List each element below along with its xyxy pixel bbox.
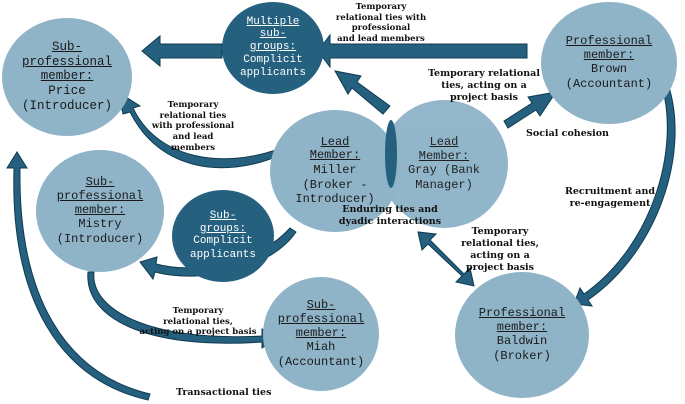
node-title: Sub-groups:	[199, 210, 247, 235]
arrow-brown-to-multiple	[317, 33, 528, 69]
arrow-gray-baldwin-double	[417, 231, 475, 287]
arrow-gray-to-brown	[503, 91, 558, 129]
node-body: Miller(Broker -Introducer)	[295, 163, 375, 206]
label-social-cohesion: Social cohesion	[526, 128, 609, 139]
arrow-miller-to-price	[117, 90, 279, 169]
arrow-transactional-to-price	[6, 151, 151, 401]
node-body: Price(Introducer)	[21, 83, 112, 113]
node-body: Mistry(Introducer)	[56, 217, 144, 246]
node-body: Brown(Accountant)	[565, 62, 653, 91]
overlap-lens	[385, 120, 397, 188]
arrow-gray-to-multiple	[334, 70, 391, 115]
arrow-mistry-to-miah	[87, 271, 279, 349]
arrow-multiple-to-price	[141, 34, 223, 68]
node-body: Miah(Accountant)	[277, 340, 365, 369]
label-transactional: Transactional ties	[176, 387, 272, 398]
node-body: Baldwin(Broker)	[493, 334, 551, 363]
